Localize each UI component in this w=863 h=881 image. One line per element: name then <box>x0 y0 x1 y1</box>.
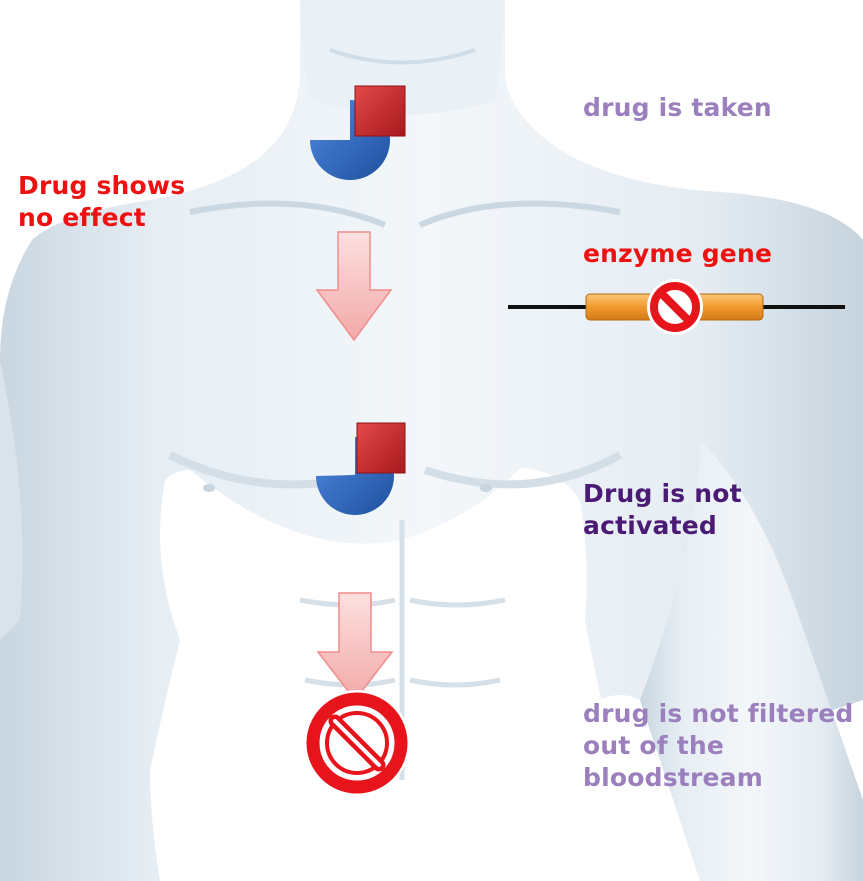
prohibition-icon <box>304 690 410 796</box>
drug-activated-label: Drug is not activated <box>583 478 742 542</box>
drug-effect-line-2: no effect <box>18 202 185 234</box>
drug-effect-line-1: Drug shows <box>18 170 185 202</box>
drug-activated-line-2: activated <box>583 510 742 542</box>
enzyme-gene-label: enzyme gene <box>583 238 772 270</box>
drug-effect-label: Drug shows no effect <box>18 170 185 234</box>
drug-activated-line-1: Drug is not <box>583 478 742 510</box>
drug-filtered-line-1: drug is not filtered <box>583 698 854 730</box>
drug-filtered-line-2: out of the <box>583 730 854 762</box>
drug-filtered-label: drug is not filtered out of the bloodstr… <box>583 698 854 794</box>
drug-filtered-line-3: bloodstream <box>583 762 854 794</box>
drug-taken-label: drug is taken <box>583 92 772 124</box>
